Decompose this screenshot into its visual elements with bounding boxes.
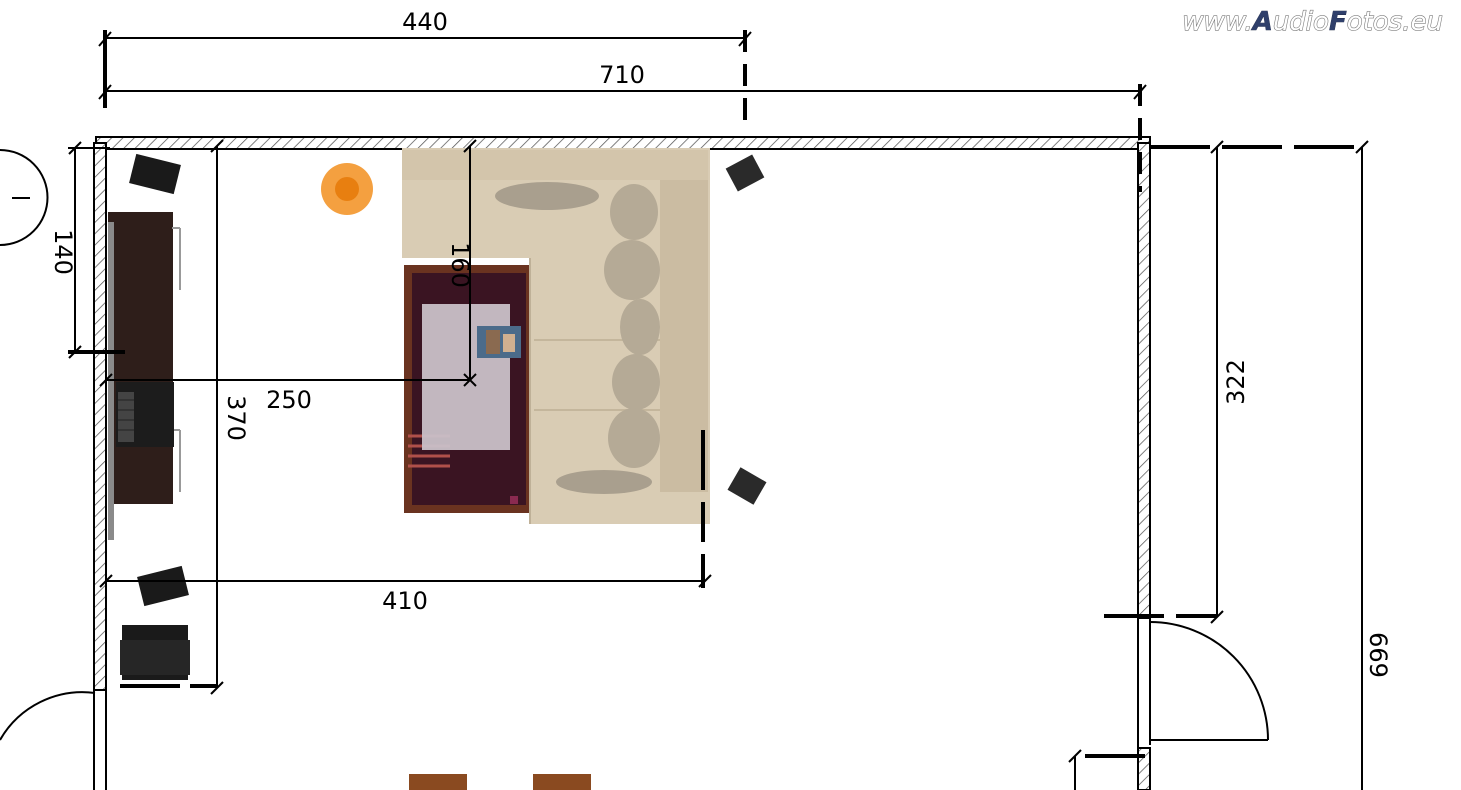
dimension-fragment-lower-right: [1068, 749, 1145, 790]
door-arc-right: [1149, 621, 1269, 741]
dimension-669: 669: [1355, 140, 1392, 790]
speaker-rear-left: [725, 154, 765, 192]
dimension-370: 370: [120, 139, 250, 695]
watermark: www.AudioFotos.eu: [1182, 7, 1443, 37]
dimension-label-440: 440: [402, 8, 448, 36]
dimension-label-250: 250: [266, 386, 312, 414]
tv-cabinet: [108, 212, 181, 540]
coffee-table: [422, 304, 521, 450]
dimension-label-410: 410: [382, 587, 428, 615]
dimension-label-370: 370: [222, 395, 250, 441]
wall-left: [93, 142, 107, 691]
dimension-440: 440: [98, 8, 752, 128]
dimension-label-322: 322: [1222, 359, 1250, 405]
wall-right-lower: [1137, 747, 1151, 790]
speaker-rear-right: [727, 467, 767, 505]
dimension-250: 250: [99, 373, 470, 414]
floor-lamp: [321, 163, 373, 215]
dimension-label-140: 140: [49, 229, 77, 275]
dimension-label-669: 669: [1364, 632, 1392, 678]
door-arc-upper-left: [0, 149, 49, 246]
chair-left: [409, 774, 467, 790]
dimension-140: 140: [49, 141, 125, 359]
subwoofer: [120, 625, 190, 680]
dimension-label-710: 710: [599, 61, 645, 89]
speaker-front-right: [137, 565, 189, 607]
door-arc-lower-left: [0, 691, 96, 741]
chair-right: [533, 774, 591, 790]
walls: [93, 136, 1151, 790]
corner-sofa: [402, 148, 710, 524]
dimension-label-160: 160: [446, 242, 474, 288]
wall-top: [95, 136, 1151, 150]
dimension-710: 710: [98, 61, 1147, 192]
wall-right: [1137, 142, 1151, 619]
dimension-322: 322: [1104, 140, 1360, 624]
speaker-front-left: [129, 153, 181, 195]
dimension-410: 410: [99, 430, 712, 615]
